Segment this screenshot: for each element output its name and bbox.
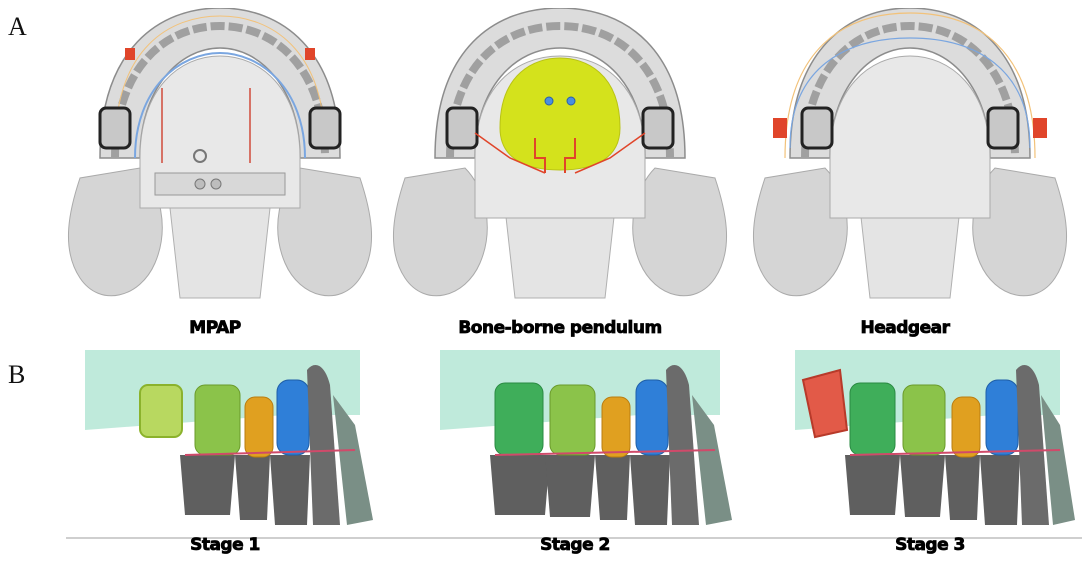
maxilla-headgear-image [745,8,1075,308]
caption-headgear: Headgear [815,318,995,338]
maxilla-mpap-image [60,8,380,308]
stage-3-model-image [795,345,1080,530]
stage-2-model-image [440,345,740,530]
caption-stage-3: Stage 3 [860,535,1000,555]
caption-stage-1: Stage 1 [155,535,295,555]
stage-1-model-image [85,345,380,530]
third-molar [140,385,182,437]
caption-mpap: MPAP [140,318,290,338]
panel-label-a: A [8,12,27,42]
maxilla-bone-borne-pendulum-image [385,8,735,308]
caption-bone-borne-pendulum: Bone-borne pendulum [430,318,690,338]
panel-label-b: B [8,360,25,390]
caption-stage-2: Stage 2 [505,535,645,555]
